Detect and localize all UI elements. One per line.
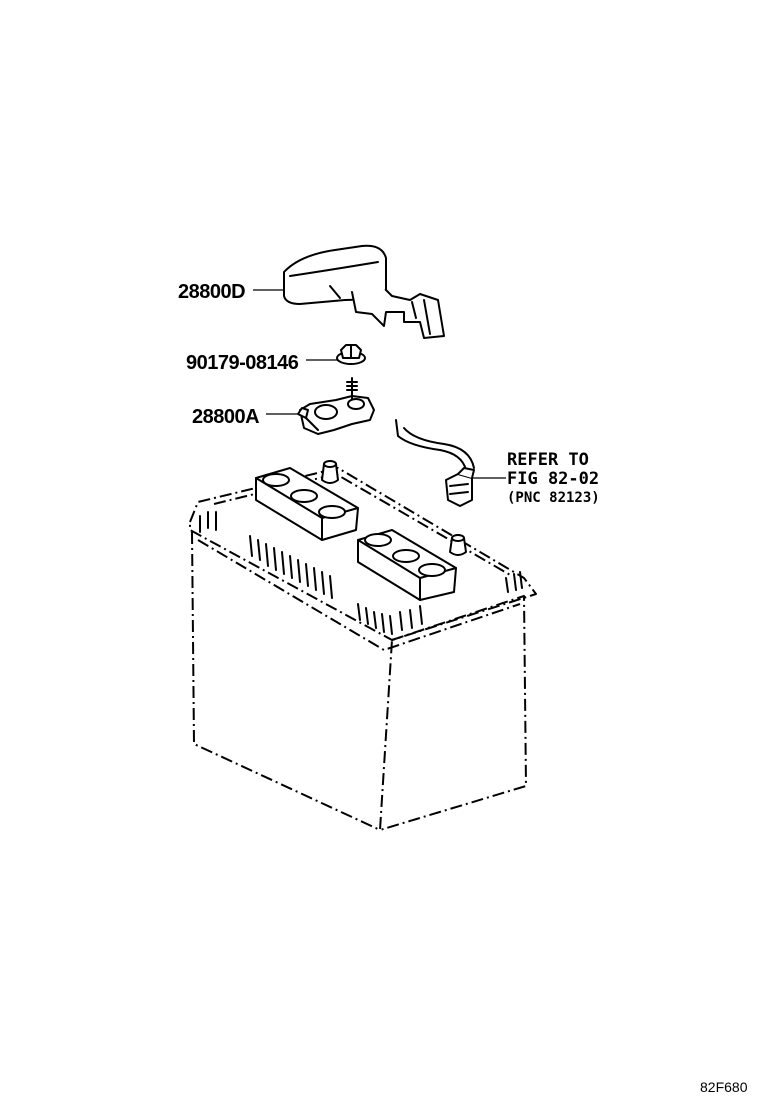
part-label-28800D: 28800D [178,281,245,303]
battery-outline [189,467,537,831]
battery-vent-caps [255,467,457,601]
terminal-cover [283,244,445,339]
reference-line-3: (PNC 82123) [507,490,600,506]
part-label-28800A: 28800A [192,406,259,428]
battery-terminal-posts [321,460,467,556]
figure-code: 82F680 [700,1079,748,1095]
reference-line-1: REFER TO [507,450,589,470]
cable-connector [395,419,475,507]
terminal-clamp [297,377,375,435]
part-label-90179-08146: 90179-08146 [186,352,299,374]
reference-line-2: FIG 82-02 [507,469,599,489]
battery-ribs [199,511,523,635]
nut [336,344,366,365]
